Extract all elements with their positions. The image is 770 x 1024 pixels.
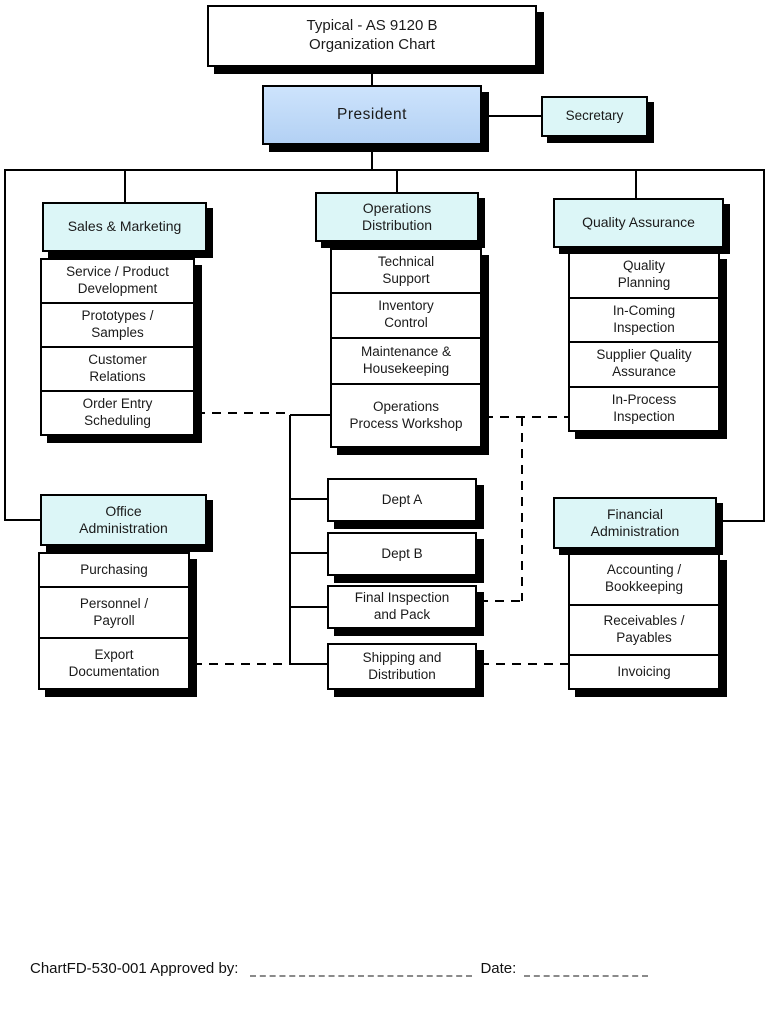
personnel-payroll-box: Personnel / Payroll — [40, 586, 188, 638]
prototypes-samples-box: Prototypes / Samples — [42, 302, 193, 346]
order-entry-scheduling-box: Order Entry Scheduling — [42, 390, 193, 434]
office-administration-header-box: Office Administration — [40, 494, 207, 546]
document-number-approved-by-label: ChartFD-530-001 Approved by: — [30, 960, 239, 977]
solid-connectors — [4, 67, 765, 665]
quality-assurance-stack: Quality Planning In-Coming Inspection Su… — [568, 252, 720, 432]
financial-administration-stack: Accounting / Bookkeeping Receivables / P… — [568, 553, 720, 690]
incoming-inspection-box: In-Coming Inspection — [570, 296, 718, 341]
chart-title-box: Typical - AS 9120 B Organization Chart — [207, 5, 537, 67]
date-label: Date: — [480, 960, 517, 977]
maintenance-housekeeping-box: Maintenance & Housekeeping — [332, 336, 480, 384]
date-fill-line[interactable] — [524, 958, 649, 977]
supplier-quality-assurance-box: Supplier Quality Assurance — [570, 341, 718, 386]
quality-assurance-header-box: Quality Assurance — [553, 198, 724, 248]
secretary-box: Secretary — [541, 96, 648, 137]
operations-process-workshop-box: Operations Process Workshop — [332, 383, 480, 446]
president-box: President — [262, 85, 482, 145]
customer-relations-box: Customer Relations — [42, 346, 193, 390]
dept-a-box: Dept A — [327, 478, 477, 522]
purchasing-box: Purchasing — [40, 554, 188, 587]
invoicing-box: Invoicing — [570, 654, 718, 688]
operations-distribution-stack: Technical Support Inventory Control Main… — [330, 248, 482, 448]
accounting-bookkeeping-box: Accounting / Bookkeeping — [570, 555, 718, 604]
sales-marketing-stack: Service / Product Development Prototypes… — [40, 258, 195, 436]
export-documentation-box: Export Documentation — [40, 637, 188, 688]
dept-b-box: Dept B — [327, 532, 477, 576]
sales-marketing-header-box: Sales & Marketing — [42, 202, 207, 252]
final-inspection-pack-box: Final Inspection and Pack — [327, 585, 477, 629]
quality-planning-box: Quality Planning — [570, 254, 718, 297]
approved-by-signature-line[interactable] — [250, 958, 473, 977]
office-administration-stack: Purchasing Personnel / Payroll Export Do… — [38, 552, 190, 690]
inventory-control-box: Inventory Control — [332, 291, 480, 337]
shipping-distribution-box: Shipping and Distribution — [327, 643, 477, 690]
service-product-development-box: Service / Product Development — [42, 260, 193, 302]
inprocess-inspection-box: In-Process Inspection — [570, 385, 718, 430]
receivables-payables-box: Receivables / Payables — [570, 603, 718, 655]
technical-support-box: Technical Support — [332, 250, 480, 292]
dashed-connectors — [193, 412, 568, 665]
operations-distribution-header-box: Operations Distribution — [315, 192, 479, 242]
footer-approval-row: ChartFD-530-001 Approved by: Date: — [30, 958, 649, 977]
financial-administration-header-box: Financial Administration — [553, 497, 717, 549]
